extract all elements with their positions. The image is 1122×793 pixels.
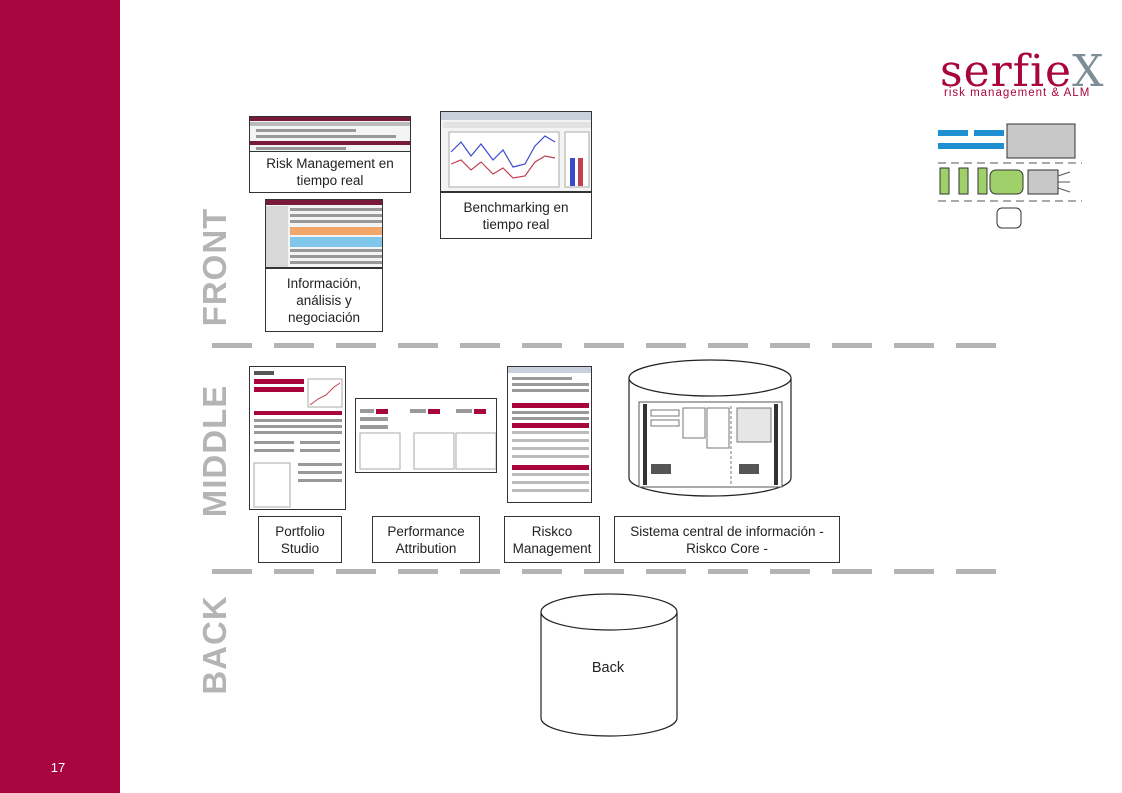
logo-x: X xyxy=(1072,46,1105,97)
mini-blue-bar-3 xyxy=(938,143,1004,149)
mini-green-bar-1 xyxy=(939,167,950,195)
portfolio-studio-screenshot xyxy=(249,366,346,510)
sistema-central-cylinder xyxy=(628,359,792,497)
mini-green-bar-3 xyxy=(977,167,988,195)
mini-blue-bar-2 xyxy=(974,130,1004,136)
risk-management-label: Risk Management en tiempo real xyxy=(249,151,411,193)
benchmarking-screenshot xyxy=(440,111,592,192)
section-back-label: BACK xyxy=(196,595,233,695)
mini-green-cylinder xyxy=(989,169,1024,195)
logo-main: serfie xyxy=(940,46,1073,97)
riskco-management-label: Riskco Management xyxy=(504,516,600,563)
benchmarking-label: Benchmarking en tiempo real xyxy=(440,192,592,239)
architecture-mini-diagram xyxy=(938,123,1082,229)
back-label: Back xyxy=(591,660,625,676)
brand-sidebar xyxy=(0,0,120,793)
mini-blue-bar-1 xyxy=(938,130,968,136)
mini-gray-box xyxy=(1027,169,1059,195)
sistema-central-label: Sistema central de información - Riskco … xyxy=(614,516,840,563)
logo-tagline: risk management & ALM xyxy=(944,87,1091,99)
separator-front-middle xyxy=(212,343,1002,348)
informacion-label: Información, análisis y negociación xyxy=(265,268,383,332)
informacion-screenshot xyxy=(265,199,383,268)
serfiex-logo: serfieX xyxy=(940,46,1104,97)
section-front-label: FRONT xyxy=(196,207,233,327)
section-middle-label: MIDDLE xyxy=(196,384,233,518)
mini-back-cylinder xyxy=(996,207,1022,229)
page-number: 17 xyxy=(50,760,66,775)
mini-green-bar-2 xyxy=(958,167,969,195)
risk-management-screenshot xyxy=(249,116,411,152)
mini-gray-block xyxy=(1006,123,1076,159)
performance-attribution-screenshot xyxy=(355,398,497,473)
back-cylinder xyxy=(540,593,678,737)
performance-attribution-label: Performance Attribution xyxy=(372,516,480,563)
separator-middle-back xyxy=(212,569,997,574)
portfolio-studio-label: Portfolio Studio xyxy=(258,516,342,563)
riskco-management-screenshot xyxy=(507,366,592,503)
